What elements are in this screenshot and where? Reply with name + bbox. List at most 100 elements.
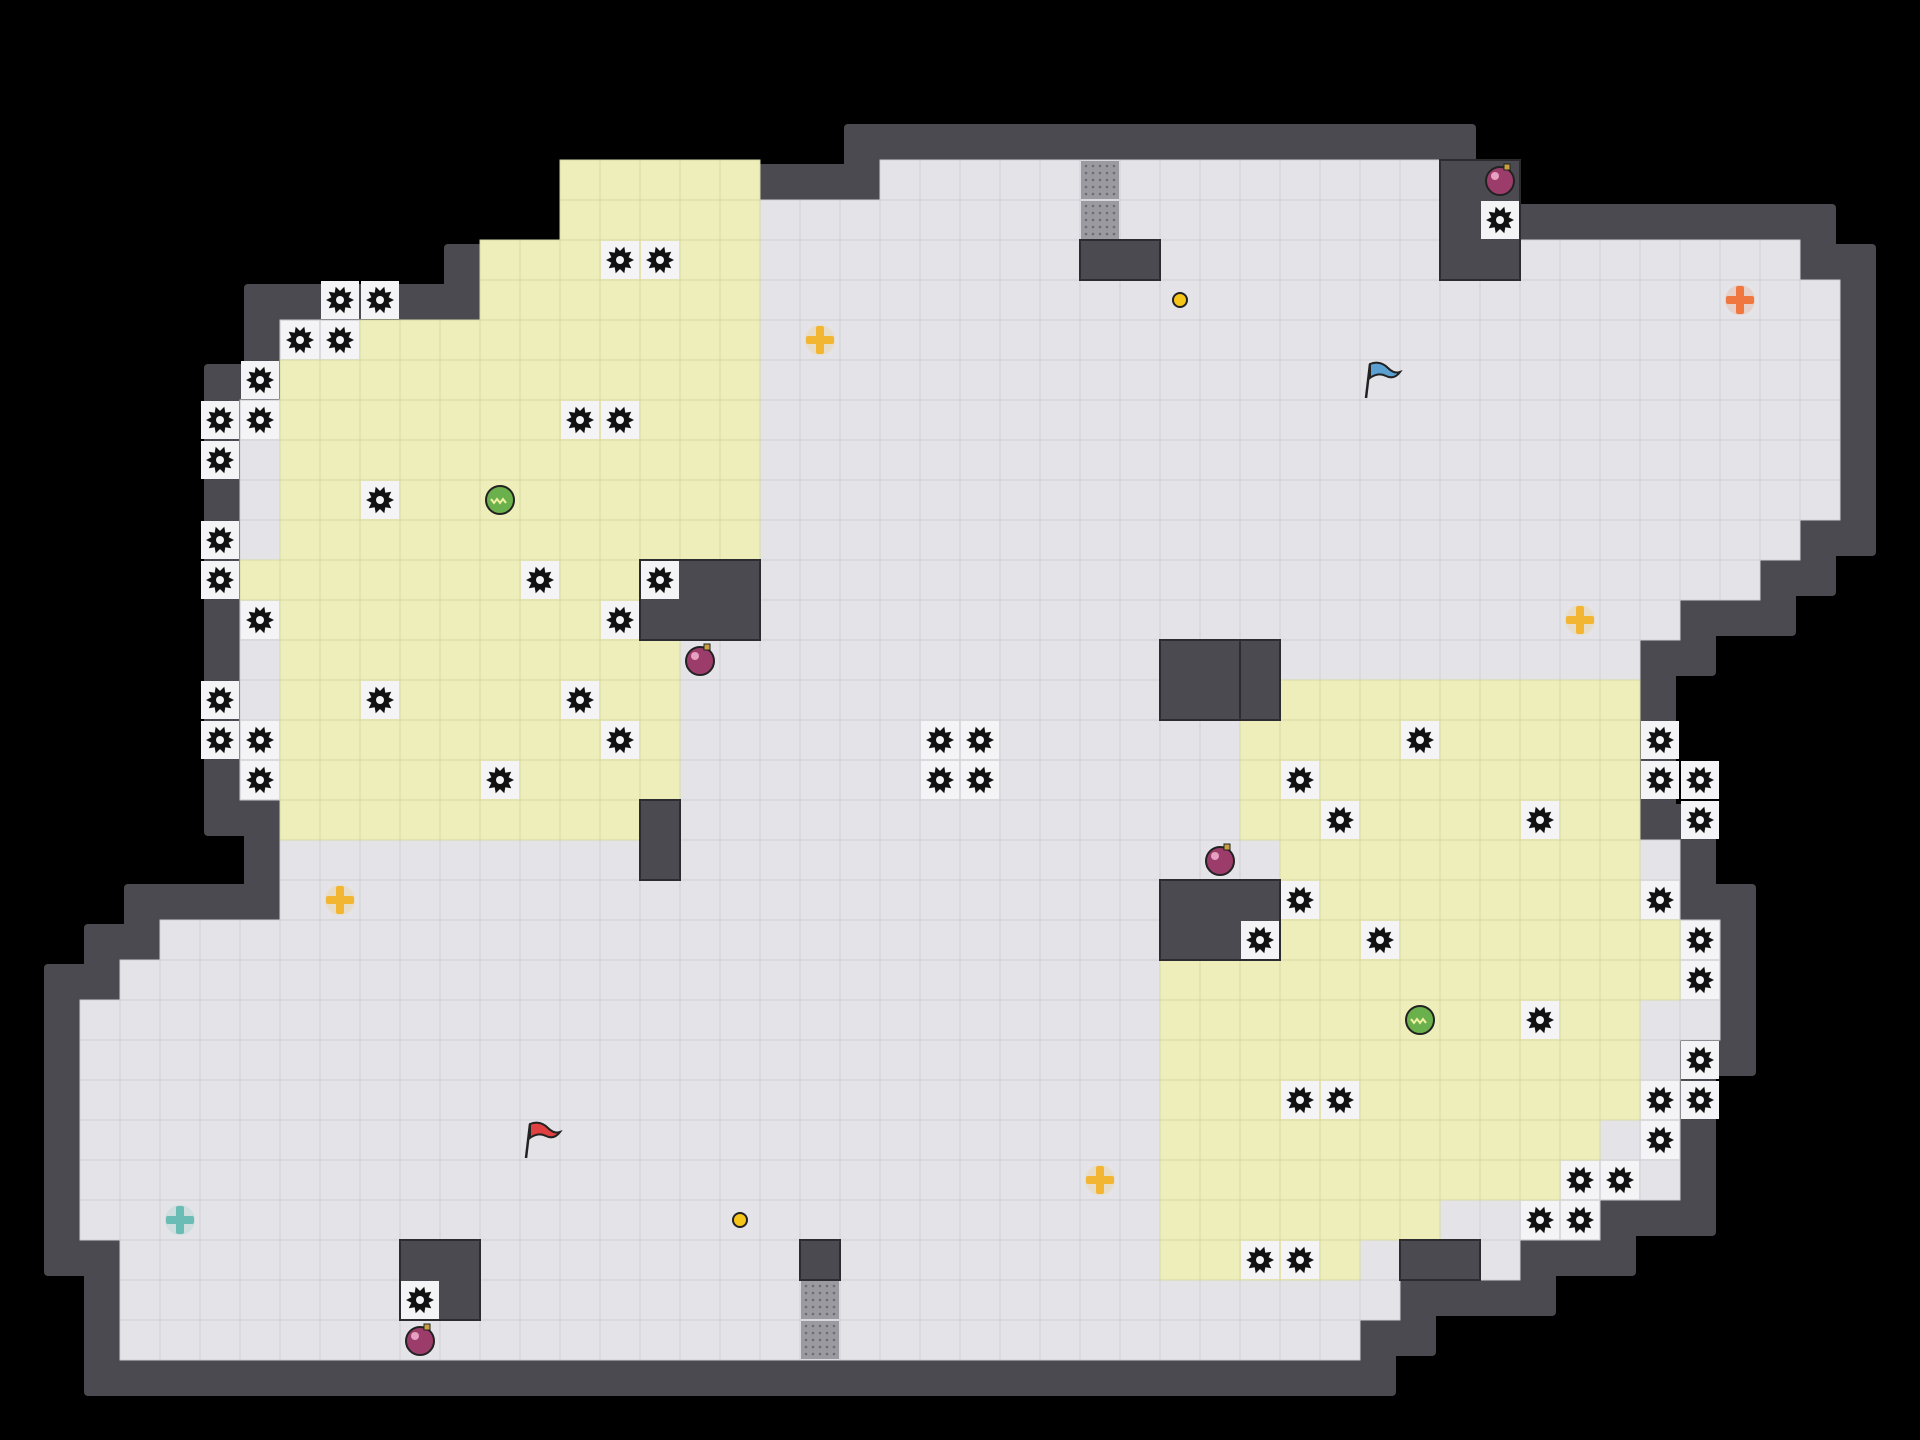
spike-gear-icon[interactable] <box>321 321 359 359</box>
coin-icon[interactable] <box>732 1212 748 1228</box>
spike-gear-icon[interactable] <box>281 321 319 359</box>
spike-gear-icon[interactable] <box>1641 1081 1679 1119</box>
spike-gear-icon[interactable] <box>561 681 599 719</box>
zone-tile <box>479 359 521 401</box>
plus-powerup-icon[interactable] <box>1085 1165 1115 1195</box>
spike-gear-icon[interactable] <box>1281 1081 1319 1119</box>
spike-gear-icon[interactable] <box>1241 1241 1279 1279</box>
spike-gear-icon[interactable] <box>201 441 239 479</box>
spike-gear-icon[interactable] <box>1641 761 1679 799</box>
potion-icon[interactable] <box>685 643 715 676</box>
spike-gear-icon[interactable] <box>1681 921 1719 959</box>
spike-gear-icon[interactable] <box>1321 801 1359 839</box>
item-layer[interactable] <box>165 163 1755 1356</box>
coin-icon[interactable] <box>1172 292 1188 308</box>
spike-gear-icon[interactable] <box>1681 801 1719 839</box>
floor-tile <box>919 319 961 361</box>
potion-icon[interactable] <box>405 1323 435 1356</box>
orb-icon[interactable] <box>485 485 515 515</box>
spike-gear-icon[interactable] <box>641 561 679 599</box>
spike-gear-icon[interactable] <box>1601 1161 1639 1199</box>
spike-gear-icon[interactable] <box>601 241 639 279</box>
spike-gear-icon[interactable] <box>241 721 279 759</box>
spike-gear-icon[interactable] <box>1281 761 1319 799</box>
spike-gear-icon[interactable] <box>321 281 359 319</box>
spike-gear-icon[interactable] <box>561 401 599 439</box>
zone-tile <box>1479 799 1521 841</box>
spike-gear-icon[interactable] <box>1321 1081 1359 1119</box>
floor-tile <box>1559 439 1601 481</box>
spike-gear-icon[interactable] <box>601 721 639 759</box>
spike-gear-icon[interactable] <box>481 761 519 799</box>
vent-hole <box>818 1298 822 1302</box>
plus-powerup-icon[interactable] <box>1725 285 1755 315</box>
floor-tile <box>519 1239 561 1281</box>
spike-gear-icon[interactable] <box>201 521 239 559</box>
spike-hub <box>936 736 944 744</box>
spike-gear-icon[interactable] <box>1481 201 1519 239</box>
spike-gear-icon[interactable] <box>1561 1201 1599 1239</box>
flag-icon[interactable] <box>524 1121 563 1159</box>
spike-gear-icon[interactable] <box>361 681 399 719</box>
zone-tile <box>279 599 321 641</box>
spike-gear-icon[interactable] <box>201 401 239 439</box>
spike-gear-icon[interactable] <box>1561 1161 1599 1199</box>
spike-gear-icon[interactable] <box>601 601 639 639</box>
spike-gear-icon[interactable] <box>241 361 279 399</box>
spike-gear-icon[interactable] <box>1521 1201 1559 1239</box>
plus-powerup-icon[interactable] <box>325 885 355 915</box>
spike-gear-icon[interactable] <box>921 761 959 799</box>
spike-gear-icon[interactable] <box>201 721 239 759</box>
floor-tile <box>1039 879 1081 921</box>
flag-icon[interactable] <box>1364 361 1403 399</box>
spike-gear-icon[interactable] <box>401 1281 439 1319</box>
spike-gear-icon[interactable] <box>601 401 639 439</box>
spike-gear-icon[interactable] <box>1641 1121 1679 1159</box>
floor-tile <box>1519 399 1561 441</box>
potion-icon[interactable] <box>1485 163 1515 196</box>
spike-gear-icon[interactable] <box>201 681 239 719</box>
floor-tile <box>559 1239 601 1281</box>
floor-tile <box>639 1279 681 1321</box>
floor-tile <box>239 679 281 721</box>
plus-powerup-icon[interactable] <box>805 325 835 355</box>
spike-gear-icon[interactable] <box>241 761 279 799</box>
spike-gear-icon[interactable] <box>241 401 279 439</box>
plus-powerup-icon[interactable] <box>1565 605 1595 635</box>
spike-gear-icon[interactable] <box>1681 1041 1719 1079</box>
spike-gear-icon[interactable] <box>361 481 399 519</box>
spike-gear-icon[interactable] <box>361 281 399 319</box>
spike-gear-icon[interactable] <box>961 761 999 799</box>
spike-gear-icon[interactable] <box>241 601 279 639</box>
spike-gear-icon[interactable] <box>1681 1081 1719 1119</box>
plus-powerup-icon[interactable] <box>165 1205 195 1235</box>
zone-tile <box>1399 1199 1441 1241</box>
spike-gear-icon[interactable] <box>1641 881 1679 919</box>
zone-tile <box>319 359 361 401</box>
spike-gear-icon[interactable] <box>1361 921 1399 959</box>
zone-row <box>479 279 761 321</box>
spike-gear-icon[interactable] <box>641 241 679 279</box>
spike-gear-icon[interactable] <box>1521 1001 1559 1039</box>
spike-gear-icon[interactable] <box>921 721 959 759</box>
floor-tile <box>1679 559 1721 601</box>
spike-gear-icon[interactable] <box>1681 761 1719 799</box>
spike-gear-icon[interactable] <box>1641 721 1679 759</box>
spike-gear-icon[interactable] <box>1281 881 1319 919</box>
spike-gear-icon[interactable] <box>961 721 999 759</box>
potion-icon[interactable] <box>1205 843 1235 876</box>
spike-gear-icon[interactable] <box>201 561 239 599</box>
zone-tile <box>439 479 481 521</box>
spike-gear-icon[interactable] <box>521 561 559 599</box>
spike-gear-icon[interactable] <box>1521 801 1559 839</box>
zone-tile <box>559 599 601 641</box>
floor-tile <box>1079 1079 1121 1121</box>
spike-gear-icon[interactable] <box>1681 961 1719 999</box>
spike-gear-icon[interactable] <box>1281 1241 1319 1279</box>
spike-gear-icon[interactable] <box>1241 921 1279 959</box>
orb-icon[interactable] <box>1405 1005 1435 1035</box>
spike-gear-icon[interactable] <box>1401 721 1439 759</box>
zone-tile <box>1559 799 1601 841</box>
